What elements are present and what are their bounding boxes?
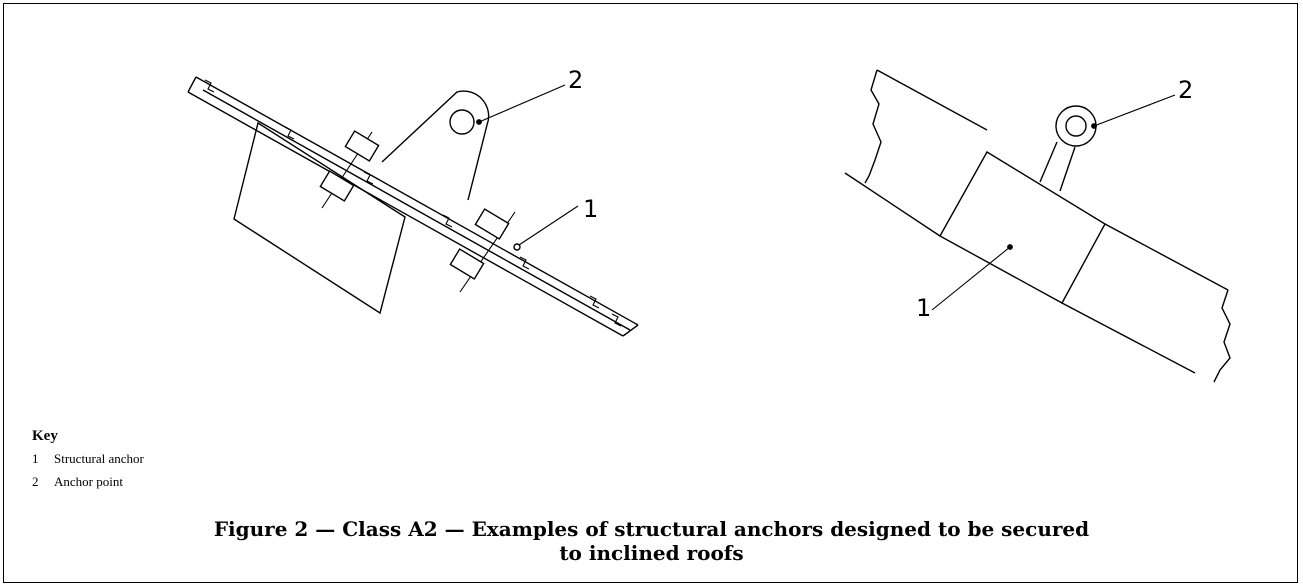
right-clamp-sleeve [939, 151, 1106, 304]
key-item: 2 Anchor point [32, 474, 144, 490]
key-title: Key [32, 428, 58, 444]
left-anchor-eye [449, 109, 475, 135]
left-anchor-view [187, 76, 639, 337]
right-beam-right [1061, 223, 1231, 383]
right-callout-1: 1 [916, 294, 932, 322]
key-item-number: 2 [32, 474, 39, 489]
right-beam-left [844, 69, 988, 237]
figure-caption: Figure 2 — Class A2 — Examples of struct… [0, 517, 1303, 565]
left-callout-2: 2 [568, 66, 584, 94]
right-anchor-eye [1065, 115, 1087, 137]
caption-line-2: to inclined roofs [559, 541, 744, 565]
key-item-label: Anchor point [54, 474, 123, 489]
key-item-label: Structural anchor [54, 451, 144, 466]
key-item: 1 Structural anchor [32, 451, 144, 467]
right-callout-2: 2 [1178, 76, 1194, 104]
left-hook-symbols [204, 79, 622, 327]
right-anchor-post [1039, 94, 1176, 192]
left-callout-1: 1 [583, 195, 599, 223]
key-item-number: 1 [32, 451, 39, 466]
figure-key: Key 1 Structural anchor 2 Anchor point [32, 428, 144, 497]
left-long-plate [187, 76, 639, 337]
left-anchor-bracket [381, 84, 566, 201]
caption-line-1: Figure 2 — Class A2 — Examples of struct… [213, 517, 1090, 541]
left-bolt-lower [449, 208, 516, 293]
right-anchor-view [844, 69, 1231, 383]
left-bolt-upper [319, 130, 380, 209]
left-base-block [233, 121, 406, 315]
